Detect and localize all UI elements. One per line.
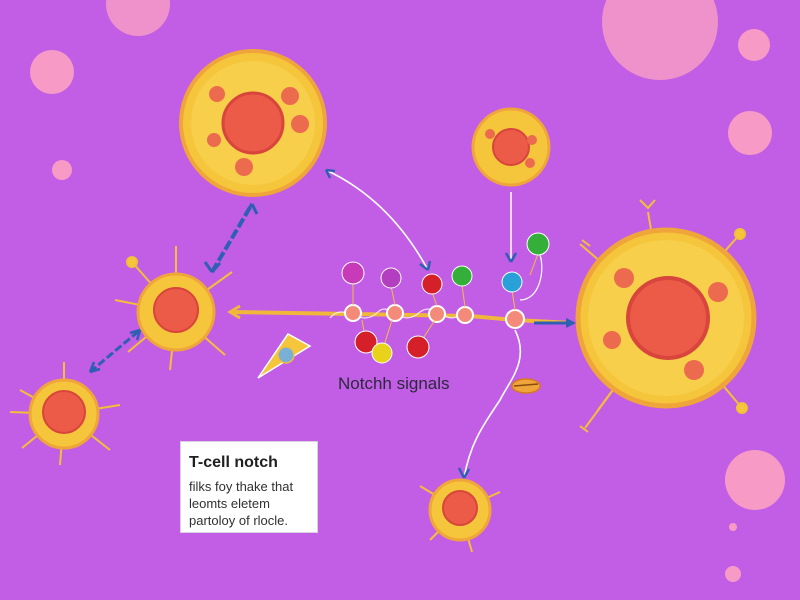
ligand-tag (511, 378, 541, 394)
info-box-line-3: partoloy of rlocle. (189, 513, 288, 528)
cell-large-right (575, 211, 757, 429)
info-box-line-2: leomts eletem (189, 496, 270, 511)
cell-spiky-far-left (9, 362, 121, 466)
cell-small-top-center (471, 107, 551, 187)
arrow-cell-to-ligand (325, 169, 429, 271)
ligand-molecules-bottom (354, 319, 436, 364)
info-box-line-1: filks foy thake that (189, 479, 294, 494)
arrow-cell-3-to-4 (89, 328, 141, 374)
cell-large-top-left (179, 49, 327, 197)
arrow-cell-1-to-2 (210, 202, 254, 274)
info-box: T-cell notch filks foy thake that leomts… (180, 441, 318, 533)
cell-spiky-left-middle (114, 246, 233, 371)
ligand-wedge (257, 333, 312, 379)
interaction-arrows (88, 168, 543, 479)
background-bubbles (30, 0, 785, 582)
info-box-title: T-cell notch (189, 454, 278, 471)
cell-small-bottom (419, 478, 501, 553)
signal-label: Notchh signals (338, 374, 450, 393)
ligand-molecules-top (341, 232, 550, 311)
arrow-to-bottom-cell (463, 329, 522, 479)
decorative-marks (579, 199, 656, 433)
